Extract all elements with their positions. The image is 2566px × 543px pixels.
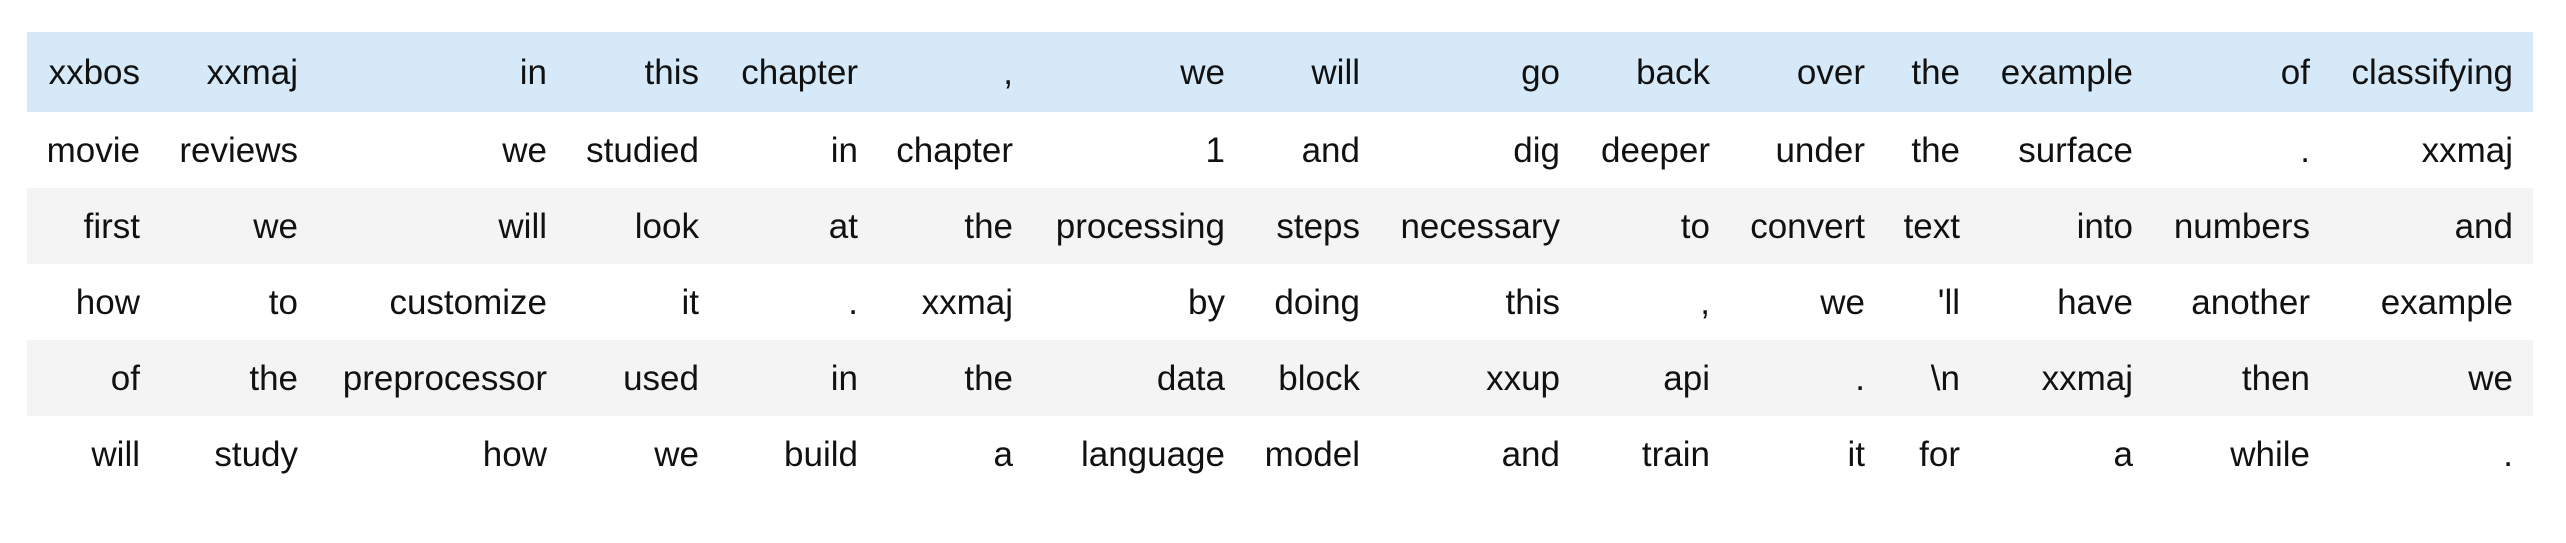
- token-cell: it: [1847, 434, 1866, 474]
- token-cell: over: [1796, 52, 1865, 92]
- token-cell: in: [830, 358, 858, 398]
- tokens-table: xxbos xxmaj in this chapter, we will go back over…: [27, 32, 2533, 492]
- token-cell: reviews: [179, 130, 298, 170]
- token-cell: necessary: [1400, 206, 1560, 246]
- token-cell: model: [1264, 434, 1360, 474]
- token-cell: the: [964, 358, 1013, 398]
- token-cell: and: [1301, 130, 1360, 170]
- token-cell: we: [654, 434, 699, 474]
- token-cell: .: [1855, 358, 1865, 398]
- token-cell: in: [830, 130, 858, 170]
- token-cell: of: [110, 358, 140, 398]
- token-cell: classifying: [2351, 52, 2513, 92]
- token-cell: processing: [1055, 206, 1225, 246]
- token-cell: deeper: [1601, 130, 1710, 170]
- token-cell: this: [644, 52, 699, 92]
- token-cell: how: [482, 434, 547, 474]
- token-cell: xxbos: [48, 52, 140, 92]
- token-cell: .: [2503, 434, 2513, 474]
- token-cell: first: [83, 206, 140, 246]
- token-cell: and: [1501, 434, 1560, 474]
- token-cell: movie: [46, 130, 140, 170]
- token-cell: for: [1919, 434, 1960, 474]
- token-cell: the: [964, 206, 1013, 246]
- token-cell: of: [2280, 52, 2310, 92]
- token-cell: a: [993, 434, 1013, 474]
- token-cell: text: [1903, 206, 1960, 246]
- token-cell: will: [91, 434, 140, 474]
- token-cell: example: [2380, 282, 2513, 322]
- token-cell: a: [2113, 434, 2133, 474]
- token-cell: xxmaj: [921, 282, 1013, 322]
- token-cell: xxmaj: [206, 52, 298, 92]
- token-cell: xxmaj: [2041, 358, 2133, 398]
- token-cell: chapter: [896, 130, 1013, 170]
- token-cell: language: [1080, 434, 1225, 474]
- token-cell: example: [2000, 52, 2133, 92]
- token-cell: block: [1278, 358, 1360, 398]
- token-cell: .: [2300, 130, 2310, 170]
- token-cell: go: [1521, 52, 1560, 92]
- token-cell: at: [828, 206, 858, 246]
- token-cell: 'll: [1937, 282, 1960, 322]
- token-cell: xxmaj: [2421, 130, 2513, 170]
- token-cell: the: [1911, 130, 1960, 170]
- token-cell: train: [1641, 434, 1710, 474]
- token-row: how to customize it. xxmaj by doing this, we 'll h…: [27, 264, 2533, 340]
- token-cell: back: [1636, 52, 1710, 92]
- token-cell: numbers: [2173, 206, 2310, 246]
- token-cell: preprocessor: [342, 358, 547, 398]
- token-cell: the: [1911, 52, 1960, 92]
- token-cell: steps: [1276, 206, 1360, 246]
- token-cell: .: [848, 282, 858, 322]
- token-cell: under: [1775, 130, 1865, 170]
- token-cell: to: [268, 282, 298, 322]
- token-cell: then: [2241, 358, 2310, 398]
- token-cell: api: [1663, 358, 1710, 398]
- token-cell: in: [519, 52, 547, 92]
- token-cell: build: [784, 434, 858, 474]
- token-cell: we: [1820, 282, 1865, 322]
- token-cell: we: [1180, 52, 1225, 92]
- token-cell: it: [681, 282, 700, 322]
- token-cell: chapter: [741, 52, 858, 92]
- token-cell: will: [498, 206, 547, 246]
- token-row: of the preprocessor used in the data block xxup a…: [27, 340, 2533, 416]
- token-cell: to: [1680, 206, 1710, 246]
- token-cell: have: [2057, 282, 2133, 322]
- token-cell: while: [2230, 434, 2310, 474]
- token-cell: look: [634, 206, 699, 246]
- token-row: xxbos xxmaj in this chapter, we will go back over…: [27, 32, 2533, 112]
- token-cell: and: [2454, 206, 2513, 246]
- token-row: first we will look at the processing steps neces…: [27, 188, 2533, 264]
- token-cell: will: [1311, 52, 1360, 92]
- token-row: movie reviews we studied in chapter 1 and dig dee…: [27, 112, 2533, 188]
- token-cell: 1: [1205, 130, 1225, 170]
- token-cell: this: [1505, 282, 1560, 322]
- token-cell: ,: [1003, 52, 1013, 92]
- token-cell: by: [1188, 282, 1225, 322]
- token-cell: data: [1156, 358, 1225, 398]
- token-cell: we: [2468, 358, 2513, 398]
- token-cell: study: [214, 434, 298, 474]
- token-cell: ,: [1700, 282, 1710, 322]
- token-cell: customize: [389, 282, 547, 322]
- token-cell: used: [623, 358, 699, 398]
- token-cell: how: [75, 282, 140, 322]
- token-cell: studied: [586, 130, 699, 170]
- token-cell: convert: [1750, 206, 1865, 246]
- token-cell: into: [2076, 206, 2133, 246]
- token-cell: another: [2191, 282, 2310, 322]
- token-cell: the: [249, 358, 298, 398]
- token-cell: we: [502, 130, 547, 170]
- token-cell: doing: [1274, 282, 1360, 322]
- token-cell: dig: [1513, 130, 1560, 170]
- token-cell: surface: [2018, 130, 2133, 170]
- token-row: will study how we build a language model and trai…: [27, 416, 2533, 492]
- token-cell: \n: [1930, 358, 1960, 398]
- token-cell: we: [253, 206, 298, 246]
- token-cell: xxup: [1486, 358, 1560, 398]
